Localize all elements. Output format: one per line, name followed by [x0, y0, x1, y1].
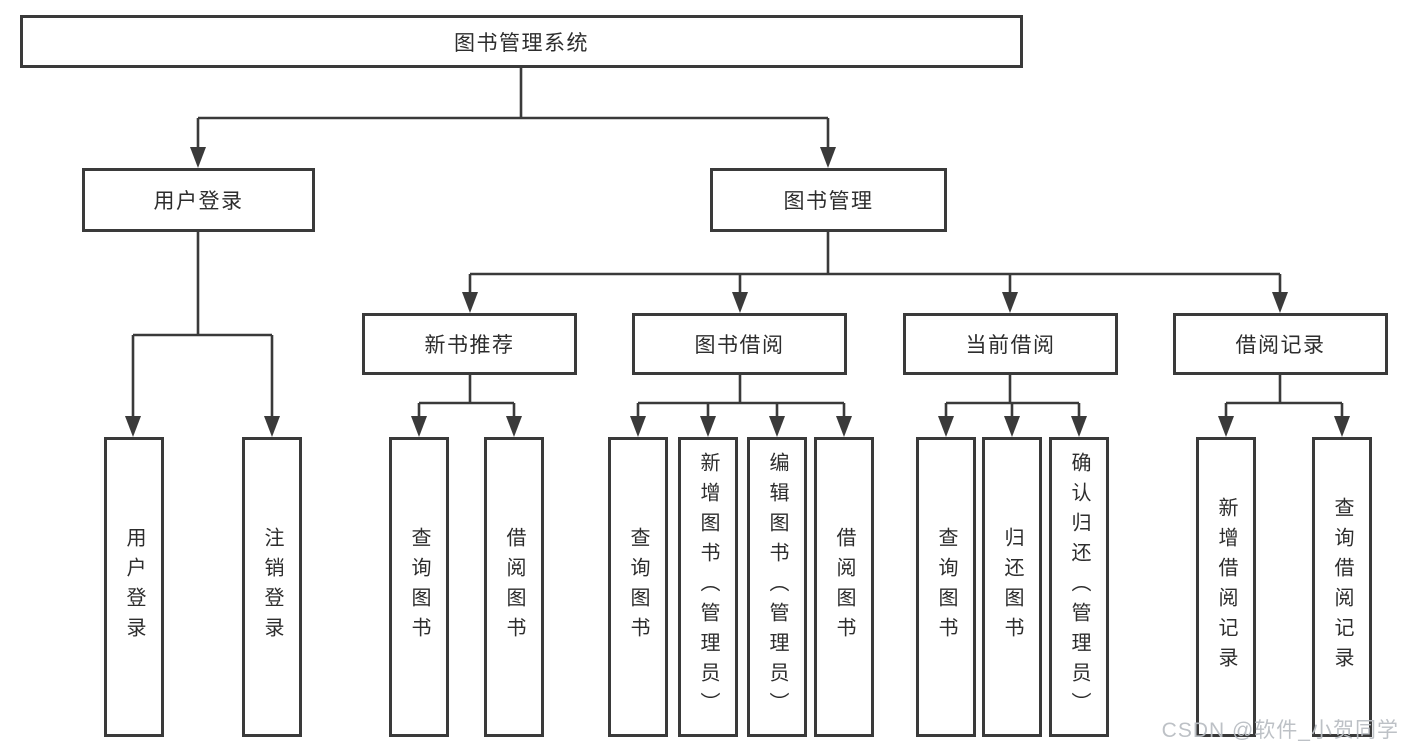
- node-borrow-records: 借阅记录: [1173, 313, 1388, 375]
- node-label: 图书借阅: [694, 334, 785, 357]
- node-label: 新增借阅记录: [1215, 497, 1237, 677]
- node-user-login: 用户登录: [82, 168, 315, 232]
- node-book-borrow: 图书借阅: [632, 313, 847, 375]
- node-label: 查询图书: [935, 527, 957, 647]
- leaf-records-add: 新增借阅记录: [1196, 437, 1256, 737]
- leaf-records-query: 查询借阅记录: [1312, 437, 1372, 737]
- node-label: 归还图书: [1001, 527, 1023, 647]
- leaf-current-confirm-admin: 确认归还（管理员）: [1049, 437, 1109, 737]
- leaf-borrow-add-admin: 新增图书（管理员）: [678, 437, 738, 737]
- leaf-current-return: 归还图书: [982, 437, 1042, 737]
- node-label: 编辑图书（管理员）: [766, 452, 788, 722]
- node-label: 借阅图书: [833, 527, 855, 647]
- leaf-current-query: 查询图书: [916, 437, 976, 737]
- node-root: 图书管理系统: [20, 15, 1023, 68]
- node-label: 查询图书: [408, 527, 430, 647]
- node-book-management: 图书管理: [710, 168, 947, 232]
- node-label: 借阅图书: [503, 527, 525, 647]
- leaf-borrow-query: 查询图书: [608, 437, 668, 737]
- node-label: 借阅记录: [1235, 334, 1326, 357]
- node-label: 用户登录: [153, 190, 244, 213]
- node-label: 图书管理系统: [454, 31, 589, 55]
- node-label: 新书推荐: [424, 334, 515, 357]
- leaf-borrow-borrow: 借阅图书: [814, 437, 874, 737]
- node-label: 注销登录: [261, 527, 283, 647]
- node-label: 查询图书: [627, 527, 649, 647]
- leaf-logout: 注销登录: [242, 437, 302, 737]
- node-label: 当前借阅: [965, 334, 1056, 357]
- node-new-book-recommend: 新书推荐: [362, 313, 577, 375]
- leaf-user-login: 用户登录: [104, 437, 164, 737]
- leaf-newbooks-query: 查询图书: [389, 437, 449, 737]
- node-label: 用户登录: [123, 527, 145, 647]
- node-label: 确认归还（管理员）: [1068, 452, 1090, 722]
- leaf-newbooks-borrow: 借阅图书: [484, 437, 544, 737]
- node-current-borrow: 当前借阅: [903, 313, 1118, 375]
- node-label: 查询借阅记录: [1331, 497, 1353, 677]
- node-label: 图书管理: [783, 190, 874, 213]
- leaf-borrow-edit-admin: 编辑图书（管理员）: [747, 437, 807, 737]
- node-label: 新增图书（管理员）: [697, 452, 719, 722]
